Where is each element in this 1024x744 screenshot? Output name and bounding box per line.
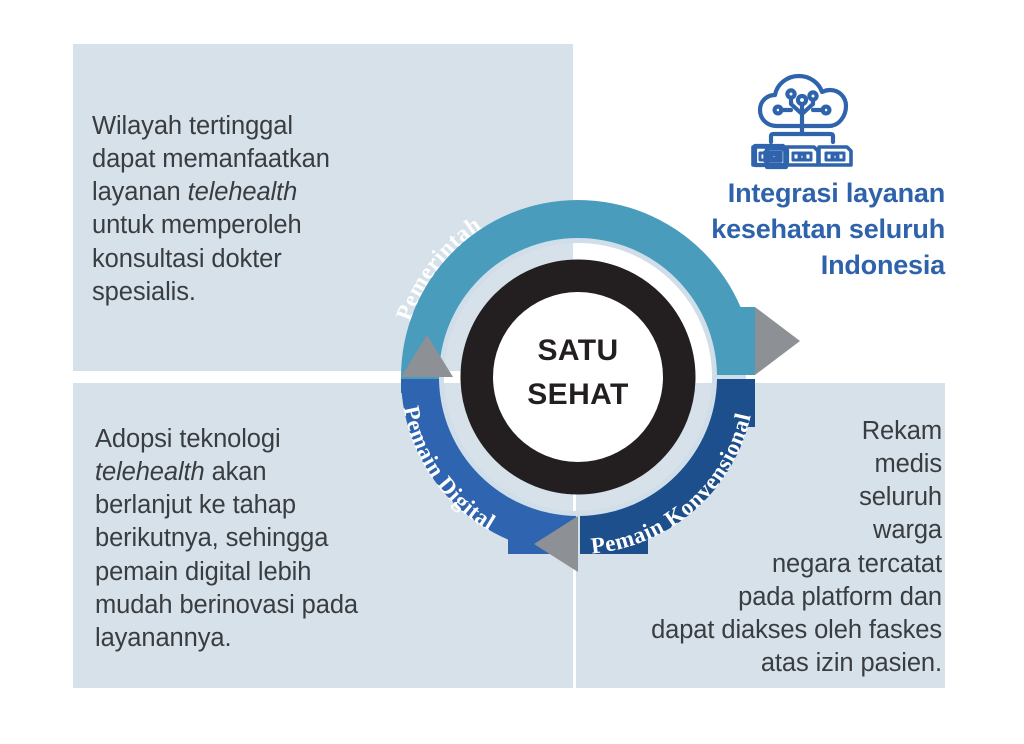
description-bottom-right: Rekam medis seluruh warga negara tercata… xyxy=(630,415,942,680)
cloud-clinic-network-icon xyxy=(747,70,857,170)
text-line: mudah berinovasi pada xyxy=(95,590,358,619)
text-line: Wilayah tertinggal xyxy=(92,112,293,140)
arrow-left-middle-icon xyxy=(401,335,453,377)
center-label-line1: SATU xyxy=(537,334,619,367)
headline-line: kesehatan seluruh xyxy=(711,213,945,244)
text-line: warga xyxy=(873,516,942,545)
description-bottom-left: Adopsi teknologi telehealth akan berlanj… xyxy=(95,423,415,655)
text-line: spesialis. xyxy=(92,277,196,306)
headline-integrasi: Integrasi layanan kesehatan seluruh Indo… xyxy=(620,176,945,284)
text-line: pemain digital lebih xyxy=(95,557,312,586)
text-line: berlanjut ke tahap xyxy=(95,491,296,520)
text-line: konsultasi dokter xyxy=(92,244,282,273)
text-line: layanannya. xyxy=(95,623,232,652)
text-line: untuk memperoleh xyxy=(92,211,302,240)
arrow-bottom-center-icon xyxy=(534,516,578,572)
arrow-top-right-icon xyxy=(755,307,800,375)
text-line: negara tercatat xyxy=(771,549,942,578)
text-line: atas izin pasien. xyxy=(760,648,942,677)
arc-pemain-konvensional xyxy=(580,379,755,554)
center-label: SATU SEHAT xyxy=(478,329,678,418)
text-line: Adopsi teknologi xyxy=(95,425,281,453)
description-top-left: Wilayah tertinggal dapat memanfaatkan la… xyxy=(92,110,392,309)
text-line: berikutnya, sehingga xyxy=(95,524,329,553)
center-disc xyxy=(493,292,663,462)
headline-line: Integrasi layanan xyxy=(727,178,945,208)
text-line: dapat memanfaatkan xyxy=(92,145,330,174)
text-line: telehealth akan xyxy=(95,458,267,487)
text-line: layanan telehealth xyxy=(92,178,298,207)
text-line: seluruh xyxy=(859,483,942,512)
center-label-line2: SEHAT xyxy=(527,378,629,412)
headline-line: Indonesia xyxy=(820,249,945,280)
emphasis-telehealth: telehealth xyxy=(187,178,298,207)
emphasis-telehealth: telehealth xyxy=(95,458,205,487)
text-line: medis xyxy=(874,450,942,479)
text-line: Rekam xyxy=(861,417,942,445)
text-line: dapat diakses oleh faskes xyxy=(651,615,942,644)
text-line: pada platform dan xyxy=(738,582,942,611)
center-ring xyxy=(460,259,696,495)
cycle-wheel-diagram: Pemerintah Pemain Digital Pemain Konvens… xyxy=(338,137,818,617)
